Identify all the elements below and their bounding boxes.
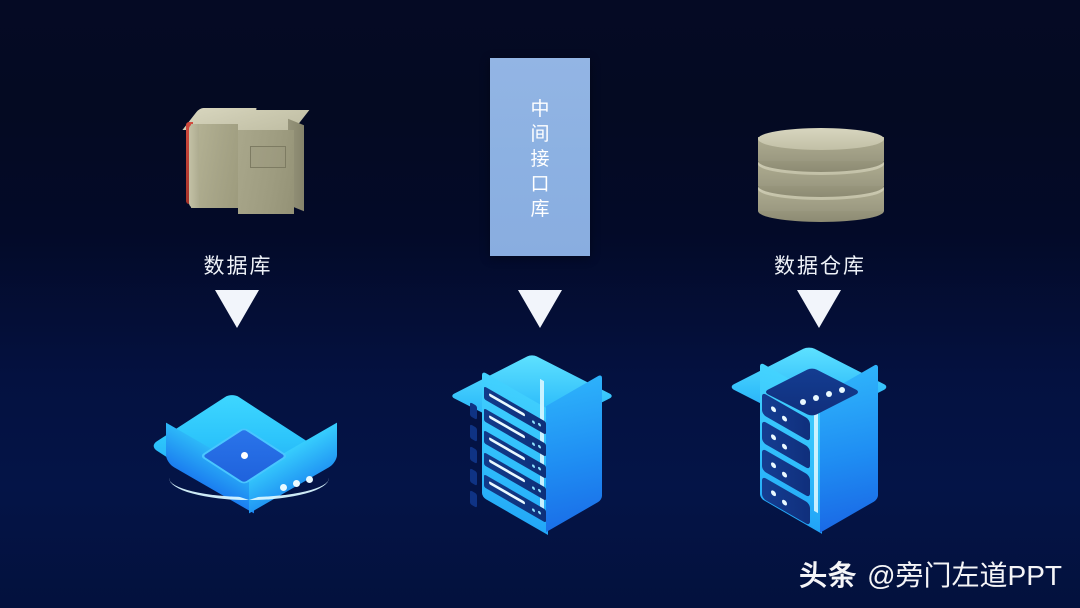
switch-box-center-led (241, 452, 248, 459)
isometric-rack-server-icon (449, 352, 615, 536)
panel-char-5: 库 (530, 198, 550, 220)
down-triangle-icon-left (215, 290, 259, 328)
watermark: 头条 @旁门左道PPT (799, 554, 1062, 594)
rack-drive-slots (484, 386, 554, 524)
isometric-tower-server-icon (728, 344, 890, 534)
database-cylinder-icon (758, 128, 884, 222)
watermark-handle: @旁门左道PPT (867, 560, 1062, 591)
watermark-logo: 头条 (799, 560, 858, 591)
book-label-plate (250, 146, 286, 168)
panel-char-4: 口 (530, 173, 550, 195)
label-data-warehouse: 数据仓库 (774, 255, 866, 278)
panel-char-3: 接 (530, 148, 550, 170)
panel-char-2: 间 (530, 123, 550, 145)
cylinder-disc-top (758, 128, 884, 172)
down-triangle-icon-middle (518, 290, 562, 328)
panel-char-1: 中 (530, 98, 550, 120)
middle-interface-panel: 中 间 接 口 库 (490, 58, 590, 256)
book-front-right-face (238, 130, 294, 214)
isometric-switch-box-icon (149, 392, 340, 528)
book-front-left-face (189, 124, 238, 208)
tower-drive-bays (762, 392, 828, 526)
book-stack-icon (182, 108, 310, 218)
down-triangle-icon-right (797, 290, 841, 328)
label-database: 数据库 (203, 255, 273, 278)
